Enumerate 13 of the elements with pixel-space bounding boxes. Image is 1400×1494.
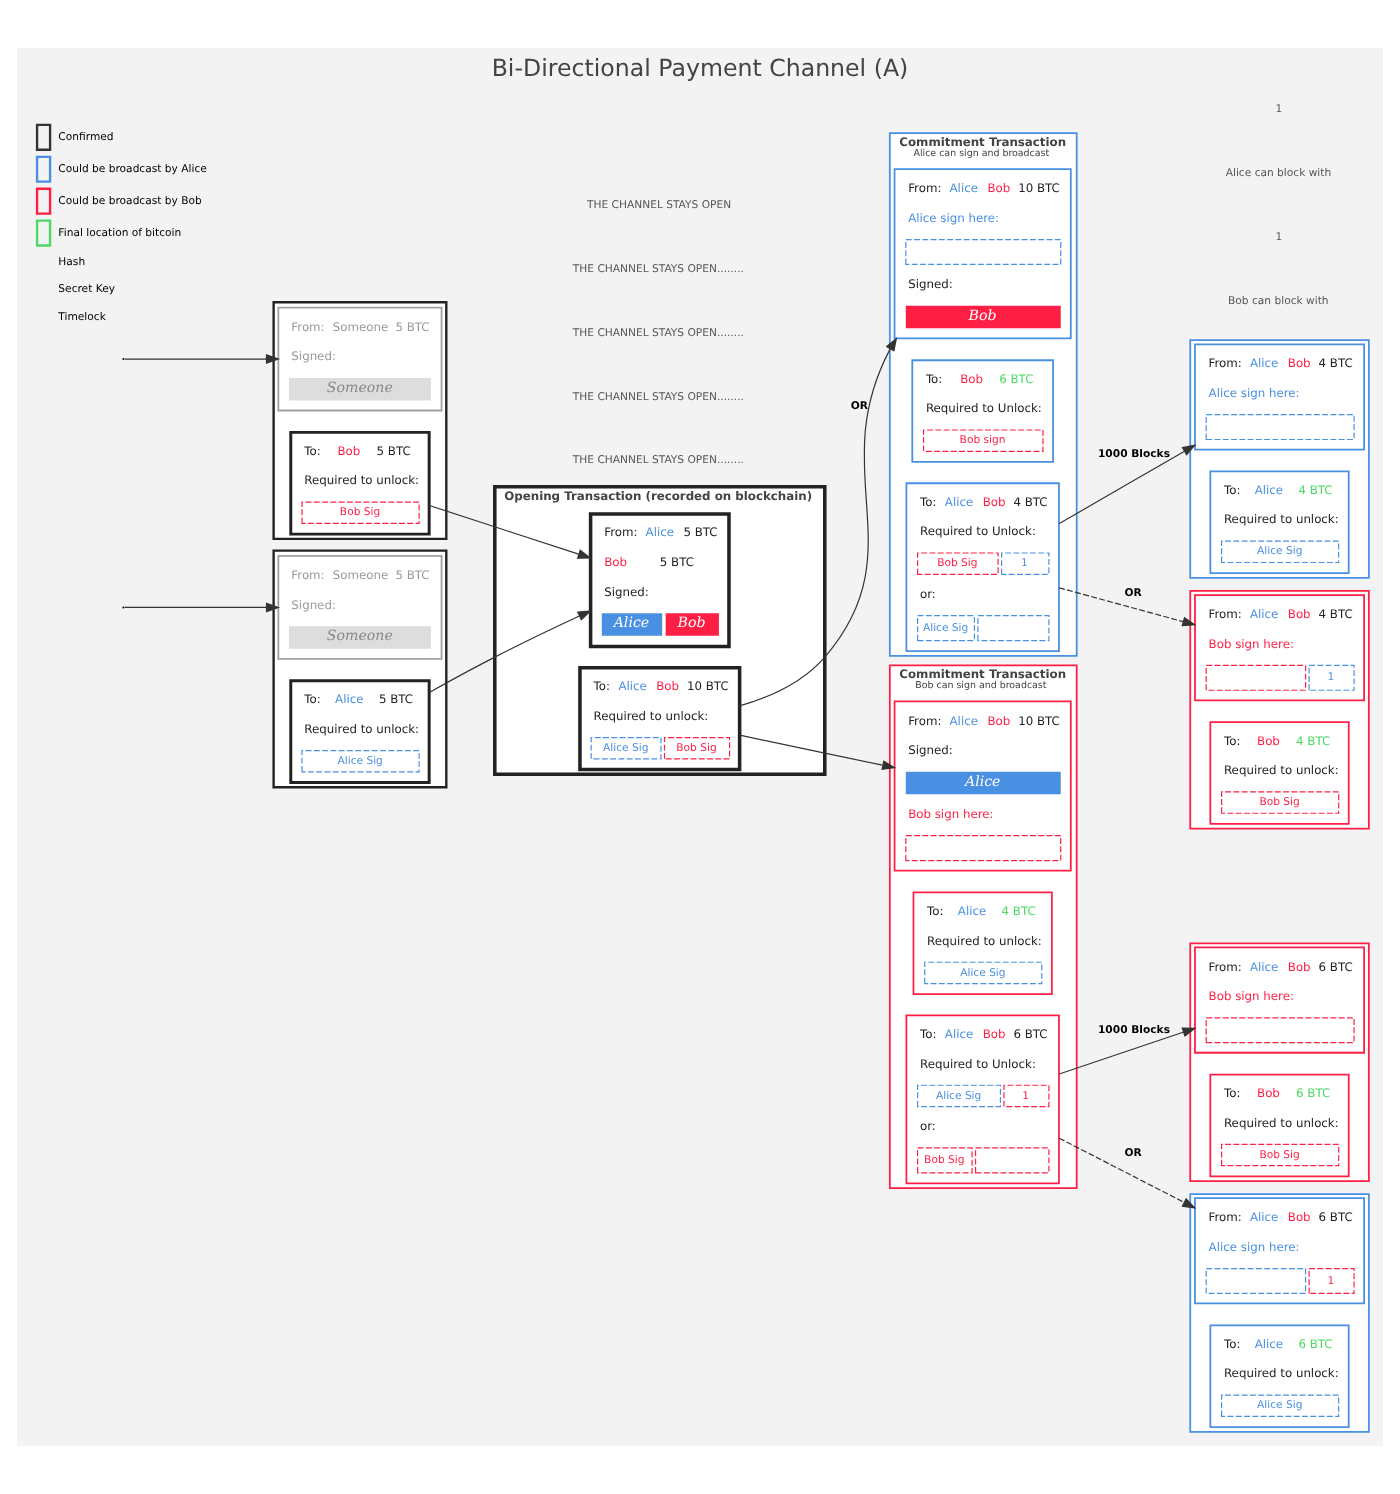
arrow [739,336,898,707]
cluster [272,549,448,789]
arrow [124,354,281,365]
arrow [1058,1137,1197,1209]
arrow [1058,1027,1197,1075]
diagram-title: Bi-Directional Payment Channel (A) [491,54,909,83]
arrow [124,602,281,613]
arrow [428,504,592,559]
cluster [272,301,448,541]
arrow [428,610,592,693]
arrow [1058,587,1197,627]
arrow [739,734,897,771]
arrow [1058,444,1197,525]
